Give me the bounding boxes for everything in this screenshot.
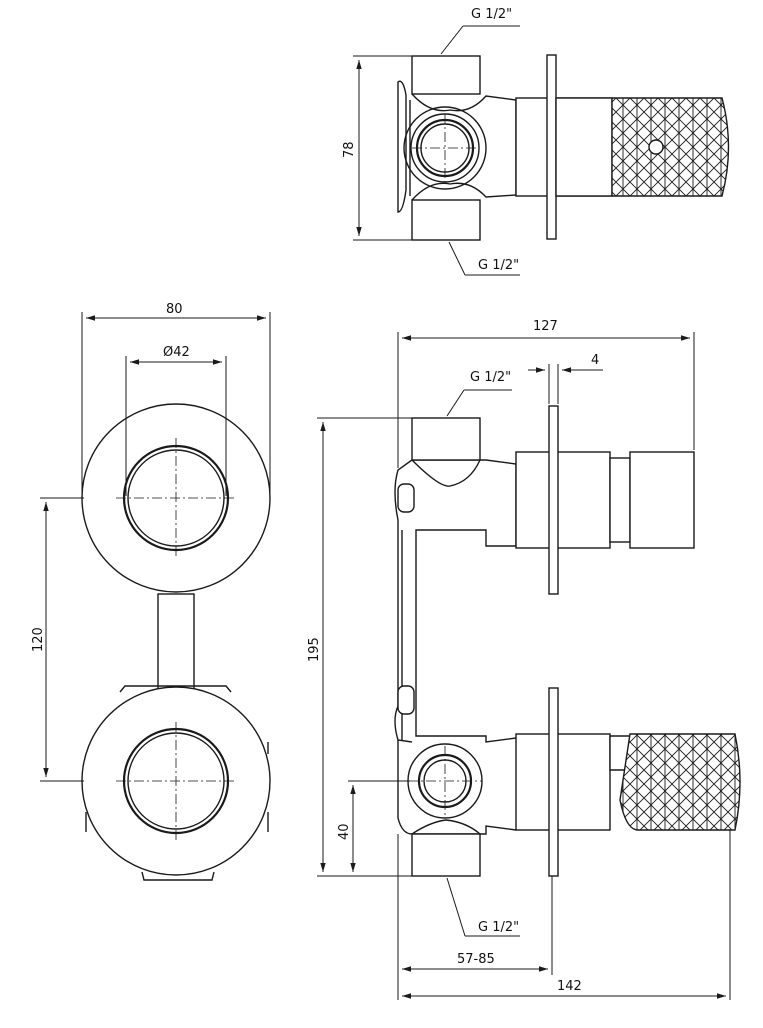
top-height-label: 78 <box>342 141 357 158</box>
front-center-distance-label: 120 <box>31 627 46 652</box>
side-plate-thickness-label: 4 <box>591 353 599 368</box>
front-width-label: 80 <box>166 302 183 317</box>
front-diameter-label: Ø42 <box>163 345 190 360</box>
side-depth-cap-label: 127 <box>533 319 558 334</box>
side-view <box>317 332 741 1000</box>
side-depth-total-label: 142 <box>557 979 582 994</box>
side-outlet-offset-label: 40 <box>337 823 352 840</box>
side-top-thread-label: G 1/2" <box>470 370 511 385</box>
side-mount-depth-label: 57-85 <box>457 952 495 967</box>
front-view <box>40 312 271 881</box>
side-height-label: 195 <box>307 637 322 662</box>
side-bottom-thread-label: G 1/2" <box>478 920 519 935</box>
top-thread-label: G 1/2" <box>471 7 512 22</box>
top-bottom-thread-label: G 1/2" <box>478 258 519 273</box>
top-view <box>353 25 730 276</box>
